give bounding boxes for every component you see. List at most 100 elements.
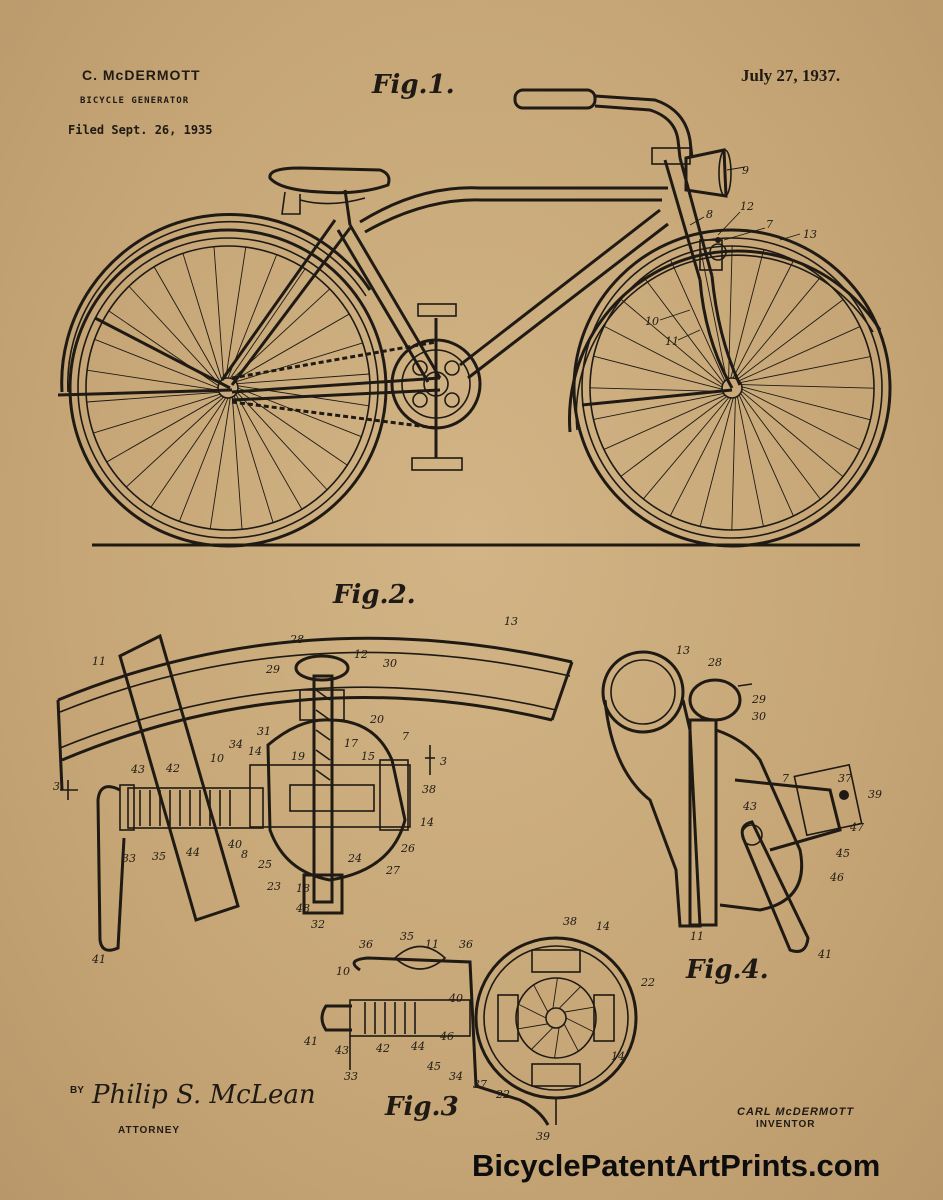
reference-number: 10	[336, 965, 350, 978]
spoke	[534, 985, 548, 1012]
spoke	[151, 398, 226, 507]
reference-number: 45	[835, 847, 850, 860]
reference-number: 44	[185, 846, 200, 859]
handlebar	[515, 90, 692, 164]
spoke	[604, 395, 725, 449]
reference-number: 28	[707, 656, 722, 669]
reference-number: 14	[611, 1050, 625, 1063]
reference-number: 3	[53, 780, 60, 793]
fig1-bicycle	[58, 90, 890, 546]
by-label: BY	[70, 1085, 84, 1096]
reference-number: 31	[257, 725, 271, 738]
reference-number: 8	[706, 208, 713, 221]
reference-number: 12	[354, 648, 368, 661]
reference-number: 47	[849, 821, 864, 834]
reference-number: 43	[742, 800, 757, 813]
reference-number: 11	[92, 655, 106, 668]
spoke	[564, 1007, 594, 1012]
reference-number: 10	[210, 752, 224, 765]
reference-number: 14	[420, 816, 434, 829]
reference-number: 20	[369, 713, 384, 726]
attorney-signature: Philip S. McLean	[92, 1080, 316, 1110]
spoke	[590, 388, 723, 392]
spoke	[518, 1004, 546, 1018]
reference-number: 22	[495, 1088, 510, 1101]
spoke	[238, 390, 347, 465]
reference-number: 7	[782, 772, 789, 785]
spoke	[742, 387, 870, 420]
fig2-generator-detail	[58, 636, 572, 950]
reference-number: 36	[359, 938, 373, 951]
spoke	[741, 385, 874, 389]
attorney-label: ATTORNEY	[118, 1125, 180, 1136]
reference-number: 13	[803, 228, 817, 241]
reference-number: 23	[266, 880, 281, 893]
reference-number: 27	[385, 864, 400, 877]
reference-number: 28	[289, 633, 304, 646]
reference-number: 11	[425, 938, 439, 951]
reference-number: 35	[152, 850, 166, 863]
reference-number: 36	[459, 938, 473, 951]
reference-number: 30	[383, 657, 397, 670]
reference-number: 22	[640, 976, 655, 989]
reference-number: 26	[400, 842, 415, 855]
reference-number: 7	[766, 218, 773, 231]
reference-number: 43	[334, 1044, 349, 1057]
watermark: BicyclePatentArtPrints.com	[472, 1148, 880, 1184]
spoke	[731, 250, 764, 378]
reference-number: 25	[257, 858, 272, 871]
reference-number: 19	[291, 750, 305, 763]
reference-number: 30	[752, 710, 766, 723]
reference-numbers: 9812713101111281229301331207341014191715…	[53, 164, 882, 1143]
reference-number: 14	[596, 920, 610, 933]
reference-number: 18	[296, 882, 310, 895]
reference-number: 32	[311, 918, 325, 931]
reference-number: 35	[400, 930, 414, 943]
reference-number: 3	[440, 755, 447, 768]
reference-number: 8	[241, 848, 248, 861]
footer-inventor-name: CARL McDERMOTT	[737, 1106, 854, 1118]
reference-number: 43	[130, 763, 145, 776]
reference-number: 7	[402, 730, 409, 743]
spoke	[553, 978, 558, 1008]
spoke	[739, 395, 793, 516]
reference-number: 41	[303, 1035, 318, 1048]
spoke	[700, 398, 733, 526]
spoke	[564, 1024, 578, 1051]
spoke	[737, 396, 763, 526]
reference-number: 14	[248, 745, 262, 758]
reference-number: 33	[344, 1070, 358, 1083]
reference-number: 48	[295, 902, 310, 915]
reference-number: 9	[742, 164, 749, 177]
reference-number: 46	[439, 1030, 454, 1043]
inventor-label: INVENTOR	[756, 1119, 816, 1130]
reference-number: 40	[227, 838, 242, 851]
spoke	[594, 356, 722, 389]
reference-number: 42	[165, 762, 180, 775]
fig3-bottom-view	[322, 938, 636, 1125]
reference-number: 38	[563, 915, 577, 928]
spoke	[531, 1028, 553, 1050]
reference-number: 12	[740, 200, 754, 213]
headlamp	[686, 150, 731, 196]
reference-number: 39	[536, 1130, 550, 1143]
reference-number: 41	[817, 948, 832, 961]
reference-number: 37	[473, 1078, 487, 1091]
reference-number: 11	[665, 335, 679, 348]
reference-number: 44	[410, 1040, 425, 1053]
reference-number: 45	[426, 1060, 441, 1073]
reference-number: 10	[645, 315, 659, 328]
reference-number: 11	[690, 930, 704, 943]
reference-number: 17	[344, 737, 358, 750]
reference-number: 46	[829, 871, 844, 884]
spoke	[555, 1028, 560, 1058]
reference-number: 40	[448, 992, 463, 1005]
reference-number: 39	[868, 788, 882, 801]
reference-number: 37	[838, 772, 852, 785]
reference-number: 34	[229, 738, 243, 751]
reference-number: 41	[91, 953, 106, 966]
fig4-side-view	[603, 652, 862, 952]
reference-number: 13	[676, 644, 690, 657]
